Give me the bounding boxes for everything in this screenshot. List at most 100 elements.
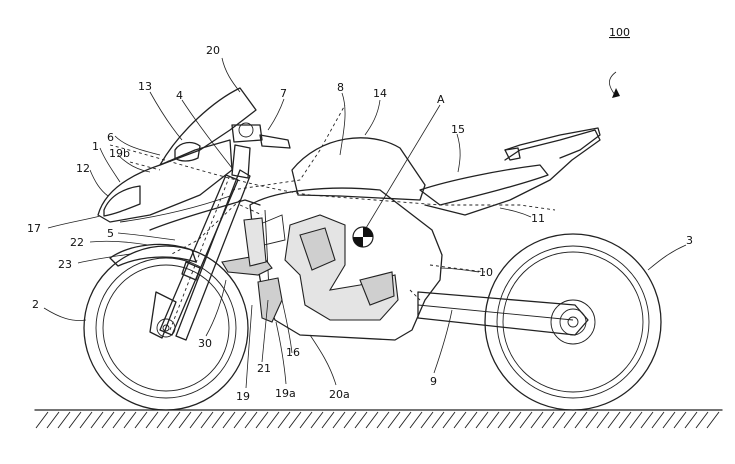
ground-hatch-line xyxy=(585,411,599,429)
ground-hatch-line xyxy=(101,411,115,429)
label-6: 6 xyxy=(107,131,114,144)
front-fairing xyxy=(97,139,261,231)
ground-hatch-line xyxy=(706,411,720,429)
label-19a: 19 xyxy=(236,390,250,403)
label-20: 19b xyxy=(109,147,130,160)
label-A: A xyxy=(437,93,445,106)
label-15: 15 xyxy=(451,123,465,136)
air-intake xyxy=(221,217,283,323)
windscreen xyxy=(159,87,257,166)
dashed-guides xyxy=(109,104,556,301)
ground-hatch-line xyxy=(607,411,621,429)
label-23: 23 xyxy=(58,258,72,271)
ground-hatch-line xyxy=(640,411,654,429)
ground-hatch-line xyxy=(365,411,379,429)
ground-hatch-line xyxy=(233,411,247,429)
ground-hatch-line xyxy=(541,411,555,429)
ground-hatch-line xyxy=(684,411,698,429)
rear-wheel xyxy=(484,233,662,411)
ground-hatch-line xyxy=(409,411,423,429)
ground-hatch-line xyxy=(288,411,302,429)
ground-hatch-line xyxy=(629,411,643,429)
ground-hatch-line xyxy=(178,411,192,429)
ground-hatch-line xyxy=(519,411,533,429)
ground-hatch-line xyxy=(387,411,401,429)
swingarm xyxy=(417,291,589,336)
label-17: 16 xyxy=(286,346,300,359)
ground-hatch-line xyxy=(464,411,478,429)
label-1: 1 xyxy=(92,140,99,153)
ground-hatch-line xyxy=(398,411,412,429)
label-5: 5 xyxy=(107,227,114,240)
label-30: 30 xyxy=(198,337,212,350)
label-13: 13 xyxy=(138,80,152,93)
ground-hatch-line xyxy=(310,411,324,429)
mirror xyxy=(174,141,201,162)
label-21: 21 xyxy=(257,362,271,375)
label-11: 11 xyxy=(531,212,545,225)
ground-hatch-line xyxy=(332,411,346,429)
ground-hatch-line xyxy=(167,411,181,429)
ground-hatch-line xyxy=(618,411,632,429)
ground-hatch-line xyxy=(134,411,148,429)
label-3: 3 xyxy=(686,234,693,247)
label-22: 22 xyxy=(70,236,84,249)
ground-hatch-line xyxy=(662,411,676,429)
ground-hatch-line xyxy=(244,411,258,429)
label-12: 12 xyxy=(76,162,90,175)
ground-hatch-line xyxy=(431,411,445,429)
ground-hatch-line xyxy=(57,411,71,429)
label-2: 2 xyxy=(32,298,39,311)
label-10: 10 xyxy=(479,266,493,279)
label-19: 17 xyxy=(27,222,41,235)
ground-hatch-line xyxy=(189,411,203,429)
ground xyxy=(34,409,723,429)
ground-hatch-line xyxy=(574,411,588,429)
ground-hatch-line xyxy=(354,411,368,429)
engine-block xyxy=(284,214,399,321)
handlebar xyxy=(231,122,291,179)
ground-hatch-line xyxy=(211,411,225,429)
label-20a: 20 xyxy=(206,44,220,57)
ground-hatch-line xyxy=(486,411,500,429)
label-4: 4 xyxy=(176,89,183,102)
ground-hatch-line xyxy=(673,411,687,429)
ground-hatch-line xyxy=(222,411,236,429)
ground-hatch-line xyxy=(46,411,60,429)
fuel-tank xyxy=(291,137,426,201)
ground-hatch-line xyxy=(552,411,566,429)
ground-hatch-line xyxy=(156,411,170,429)
label-9: 9 xyxy=(430,375,437,388)
ground-hatch-line xyxy=(277,411,291,429)
ground-hatch-line xyxy=(255,411,269,429)
ground-hatch-line xyxy=(695,411,709,429)
reference-labels: 100 A 20 13 4 7 8 14 15 6 1 19b 12 17 5 … xyxy=(27,26,693,403)
ground-hatch-line xyxy=(343,411,357,429)
center-of-gravity-icon xyxy=(352,226,374,248)
ground-hatch-line xyxy=(79,411,93,429)
ground-hatch-line xyxy=(475,411,489,429)
ground-hatch-line xyxy=(651,411,665,429)
ground-hatch-line xyxy=(420,411,434,429)
label-19b: 19a xyxy=(275,387,296,400)
ground-hatch-line xyxy=(35,411,49,429)
ground-hatch-line xyxy=(299,411,313,429)
ground-hatch-line xyxy=(68,411,82,429)
ground-hatch-line xyxy=(530,411,544,429)
ground-hatch-line xyxy=(497,411,511,429)
ground-hatch-line xyxy=(563,411,577,429)
ground-hatch-line xyxy=(508,411,522,429)
label-7: 7 xyxy=(280,87,287,100)
seat xyxy=(419,129,601,216)
label-8: 8 xyxy=(337,81,344,94)
front-fork xyxy=(149,169,251,341)
ground-hatch-line xyxy=(453,411,467,429)
ground-hatch-line xyxy=(321,411,335,429)
tail-cowl xyxy=(504,127,601,161)
ground-hatch-line xyxy=(123,411,137,429)
ground-hatch-line xyxy=(200,411,214,429)
leader-lines xyxy=(43,57,687,389)
ground-hatch-line xyxy=(442,411,456,429)
